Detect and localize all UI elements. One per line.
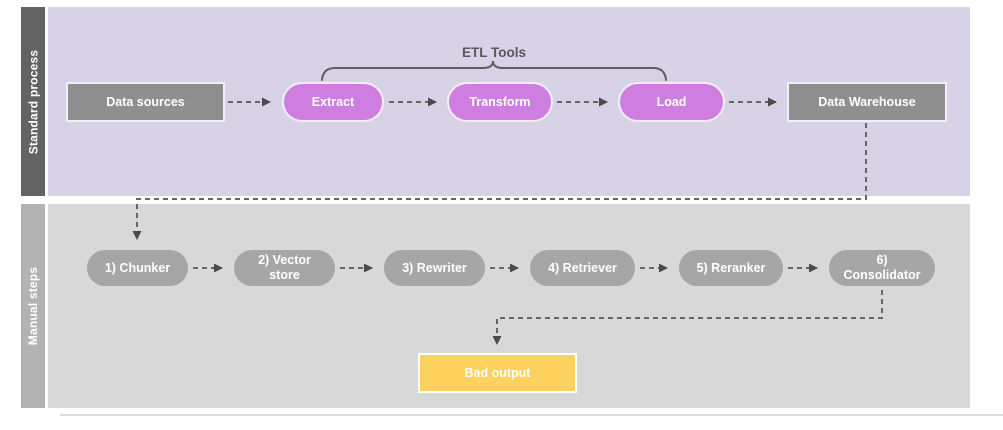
node-data-warehouse: Data Warehouse <box>787 82 947 122</box>
node-transform: Transform <box>447 82 553 122</box>
lane-standard-process-bar: Standard process <box>21 7 45 196</box>
node-consolidator: 6) Consolidator <box>827 248 937 288</box>
node-extract: Extract <box>282 82 384 122</box>
node-vector-store: 2) Vector store <box>232 248 337 288</box>
lane-manual-steps-label: Manual steps <box>26 266 41 346</box>
node-data-sources: Data sources <box>66 82 225 122</box>
node-rewriter: 3) Rewriter <box>382 248 487 288</box>
etl-tools-label: ETL Tools <box>462 45 526 60</box>
node-load: Load <box>618 82 725 122</box>
node-retriever: 4) Retriever <box>528 248 637 288</box>
bottom-divider-line <box>60 414 1003 416</box>
node-chunker: 1) Chunker <box>85 248 190 288</box>
lane-standard-process-label: Standard process <box>26 49 41 154</box>
node-reranker: 5) Reranker <box>677 248 785 288</box>
lane-manual-steps-bar: Manual steps <box>21 204 45 408</box>
node-bad-output: Bad output <box>418 353 577 393</box>
